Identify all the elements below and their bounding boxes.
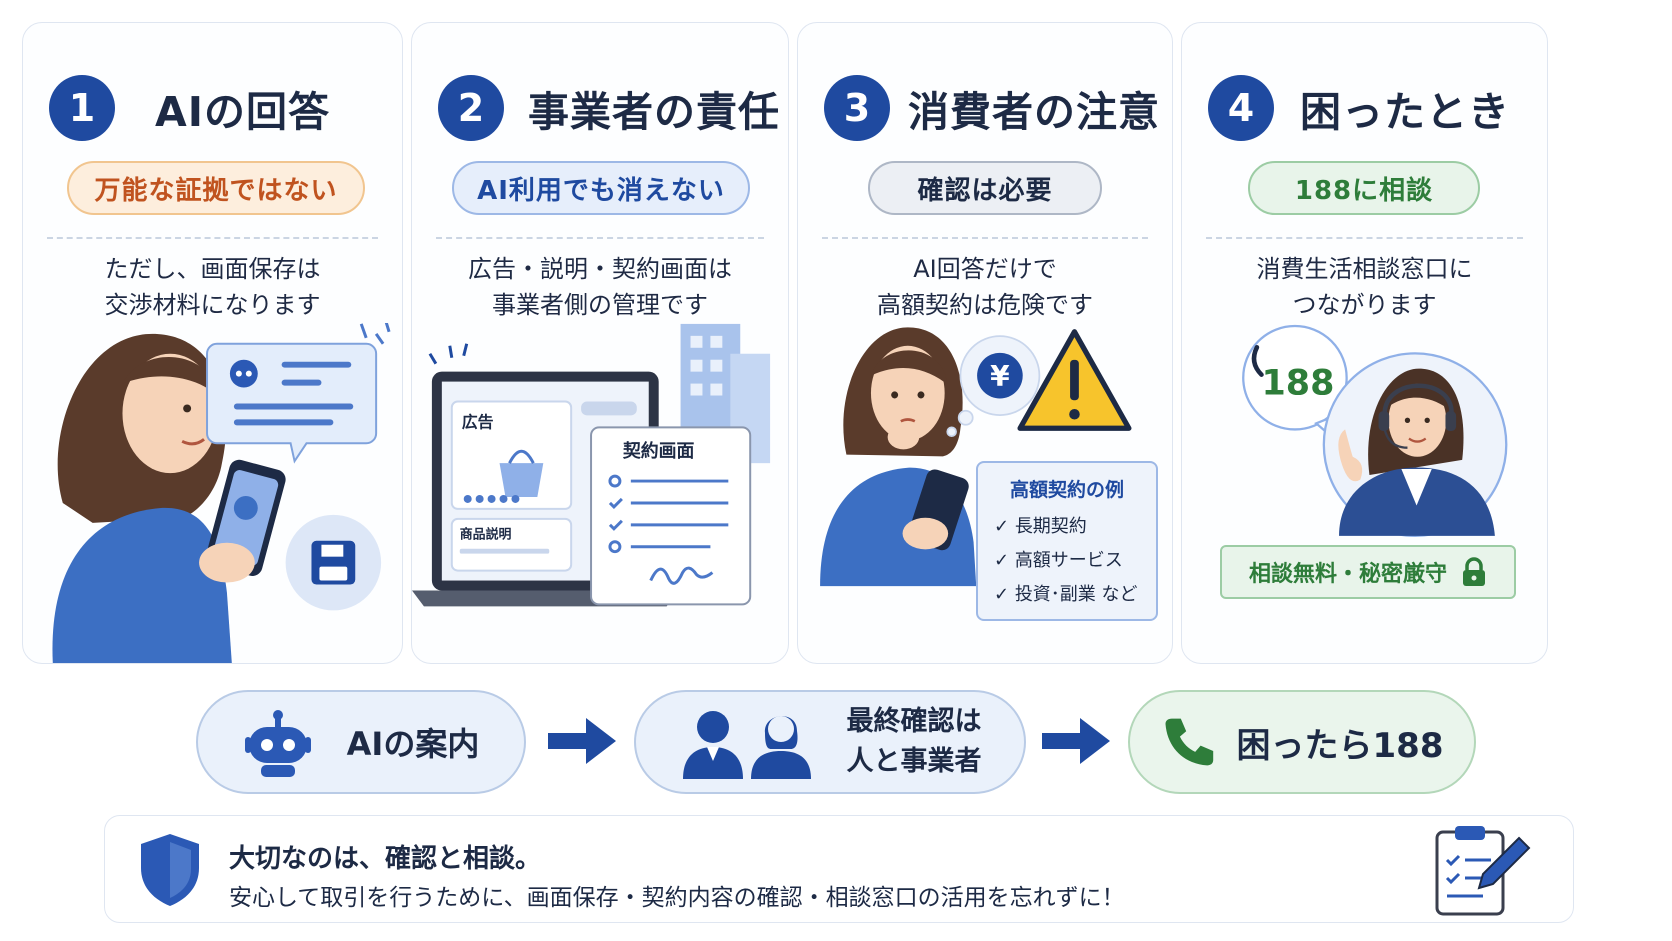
thinking-woman-illustration: ¥ bbox=[820, 327, 1132, 587]
card-description: 消費生活相談窓口に つながります bbox=[1256, 255, 1473, 319]
card-consumer-caution: 3 消費者の注意 確認は必要 AI回答だけで 高額契約は危険です ¥ 高額契約の… bbox=[797, 22, 1173, 664]
card-header: 4 困ったとき bbox=[1208, 67, 1537, 149]
divider bbox=[1206, 237, 1523, 239]
card-business-responsibility: 2 事業者の責任 AI利用でも消えない 広告・説明・契約画面は 事業者側の管理で… bbox=[411, 22, 789, 664]
summary-box: 大切なのは、確認と相談。 安心して取引を行うために、画面保存・契約内容の確認・相… bbox=[104, 815, 1574, 923]
summary-body: 安心して取引を行うために、画面保存・契約内容の確認・相談窓口の活用を忘れずに！ bbox=[229, 885, 1125, 911]
lock-icon bbox=[1463, 557, 1485, 586]
card-ai-answer: 1 AIの回答 万能な証拠ではない ただし、画面保存は 交渉材料になります bbox=[22, 22, 403, 664]
card-description: AI回答だけで 高額契約は危険です bbox=[877, 255, 1093, 319]
yen-icon: ¥ bbox=[990, 360, 1010, 393]
people-icon bbox=[682, 711, 811, 779]
woman-with-phone-illustration bbox=[52, 323, 391, 663]
card-description: 広告・説明・契約画面は 事業者側の管理です bbox=[468, 255, 732, 319]
examples-title: 高額契約の例 bbox=[1009, 479, 1124, 501]
summary-title: 大切なのは、確認と相談。 bbox=[229, 844, 542, 874]
divider bbox=[436, 237, 764, 239]
flow-step-label: AIの案内 bbox=[346, 725, 480, 763]
phone-icon bbox=[1165, 718, 1213, 766]
high-value-examples-box: 高額契約の例 ✓ 長期契約 ✓ 高額サービス ✓ 投資･副業 など bbox=[976, 461, 1158, 621]
card-pill: 188に相談 bbox=[1248, 161, 1480, 215]
step-number: 3 bbox=[824, 75, 890, 141]
arrow-right-icon bbox=[548, 718, 616, 764]
example-item: ✓ 高額サービス bbox=[994, 550, 1123, 571]
step-number: 4 bbox=[1208, 75, 1274, 141]
contract-label: 契約画面 bbox=[622, 440, 695, 462]
card-title: AIの回答 bbox=[155, 88, 330, 136]
divider bbox=[822, 237, 1148, 239]
free-confidential-badge: 相談無料・秘密厳守 bbox=[1220, 545, 1516, 599]
step-number: 1 bbox=[49, 75, 115, 141]
card-description: ただし、画面保存は 交渉材料になります bbox=[104, 255, 321, 319]
arrow-right-icon bbox=[1042, 718, 1110, 764]
flow-step-label: 最終確認は 人と事業者 bbox=[846, 706, 982, 777]
check-icon: ✓ bbox=[994, 584, 1015, 605]
card-header: 3 消費者の注意 bbox=[824, 67, 1162, 149]
step-number: 2 bbox=[438, 75, 504, 141]
flow-step-ai-guidance: AIの案内 bbox=[196, 690, 526, 794]
flow-step-final-check: 最終確認は 人と事業者 bbox=[634, 690, 1026, 794]
divider bbox=[47, 237, 378, 239]
card-when-in-trouble: 4 困ったとき 188に相談 消費生活相談窓口に つながります 188 相談無料… bbox=[1181, 22, 1548, 664]
card-title: 消費者の注意 bbox=[908, 88, 1160, 136]
card-pill: 万能な証拠ではない bbox=[67, 161, 365, 215]
example-item: ✓ 投資･副業 など bbox=[994, 584, 1138, 605]
card-header: 2 事業者の責任 bbox=[438, 67, 780, 149]
card-pill: 確認は必要 bbox=[868, 161, 1102, 215]
flow-step-label: 困ったら188 bbox=[1236, 725, 1444, 766]
product-label: 商品説明 bbox=[460, 527, 512, 543]
operator-illustration: 188 bbox=[1242, 324, 1508, 538]
laptop-contract-illustration: 広告 商品説明 契約画面 bbox=[412, 323, 771, 607]
shield-icon bbox=[141, 834, 199, 906]
flow-step-call-188: 困ったら188 bbox=[1128, 690, 1476, 794]
bubble-188: 188 bbox=[1261, 363, 1334, 403]
card-title: 困ったとき bbox=[1300, 88, 1510, 136]
ad-label: 広告 bbox=[462, 412, 494, 431]
check-icon: ✓ bbox=[994, 516, 1015, 537]
clipboard-icon bbox=[1435, 826, 1531, 916]
example-item: ✓ 長期契約 bbox=[994, 516, 1087, 537]
card-header: 1 AIの回答 bbox=[49, 67, 392, 149]
robot-icon bbox=[244, 710, 311, 777]
card-pill: AI利用でも消えない bbox=[452, 161, 750, 215]
check-icon: ✓ bbox=[994, 550, 1015, 571]
card-title: 事業者の責任 bbox=[528, 88, 780, 136]
